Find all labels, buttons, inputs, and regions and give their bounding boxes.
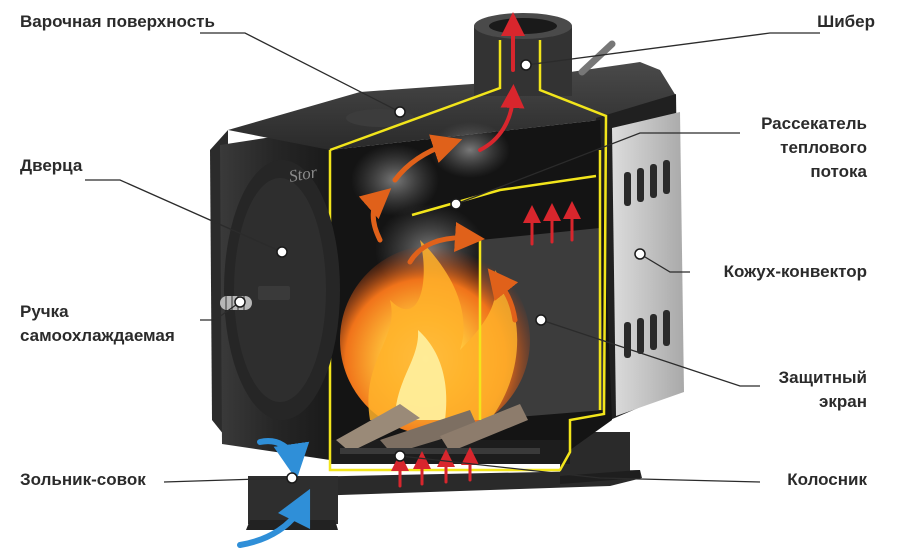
cold-air-arrows [237, 438, 311, 548]
leader-lines [85, 32, 820, 483]
label-damper-text: Шибер [817, 12, 875, 31]
label-deflector: Рассекатель теплового потока [761, 112, 867, 184]
label-grate-text: Колосник [787, 470, 867, 489]
label-protective-screen-line2: экран [818, 392, 867, 411]
convector-vents [624, 160, 670, 358]
damper-lever [578, 40, 616, 76]
label-door-text: Дверца [20, 156, 83, 175]
label-ash-pan: Зольник-совок [20, 468, 146, 492]
label-handle-line1: Ручка [20, 302, 69, 321]
hot-gas-arrows [358, 134, 519, 323]
chimney-pipe [474, 13, 572, 96]
stove-door [224, 160, 340, 420]
label-deflector-line2: теплового [780, 138, 867, 157]
pointer-dots [234, 59, 646, 484]
air-intake-arrows [391, 447, 479, 488]
label-ash-pan-text: Зольник-совок [20, 470, 146, 489]
exhaust-arrows [478, 12, 525, 152]
brand-logo: Stor [287, 162, 319, 186]
label-handle: Ручка самоохлаждаемая [20, 300, 175, 348]
label-convector-casing: Кожух-конвектор [724, 260, 867, 284]
label-deflector-line3: потока [810, 162, 867, 181]
label-protective-screen: Защитный экран [779, 366, 867, 414]
label-grate: Колосник [787, 468, 867, 492]
firewood [336, 404, 528, 454]
label-deflector-line1: Рассекатель [761, 114, 867, 133]
label-door: Дверца [20, 154, 82, 178]
label-cooking-surface-text: Варочная поверхность [20, 12, 215, 31]
label-protective-screen-line1: Защитный [778, 368, 867, 387]
label-damper: Шибер [817, 10, 875, 34]
grate-bars [340, 448, 540, 454]
label-cooking-surface: Варочная поверхность [20, 10, 215, 34]
label-handle-line2: самоохлаждаемая [20, 326, 175, 345]
label-convector-casing-text: Кожух-конвектор [723, 262, 867, 281]
convection-arrows [523, 201, 581, 246]
